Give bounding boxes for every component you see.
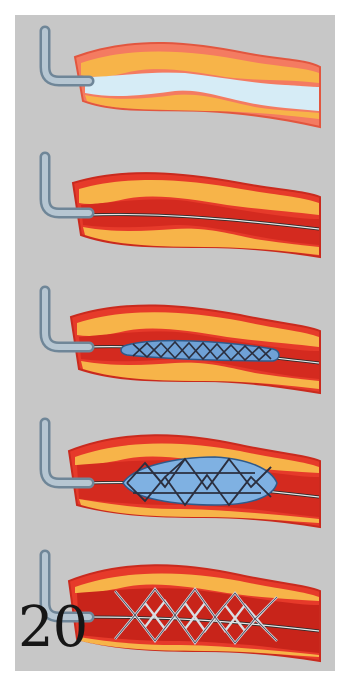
stage-2-drawing: [15, 147, 335, 275]
stage-4-balloon-inflated: [15, 413, 335, 541]
stage-1-drawing: [15, 15, 335, 143]
angioplasty-stent-illustration: [15, 15, 335, 671]
stage-1-artery-plaque: [15, 15, 335, 143]
stage-2-guidewire: [15, 147, 335, 275]
stage-3-balloon-collapsed-stent: [15, 281, 335, 409]
stage-4-drawing: [15, 413, 335, 541]
stage-3-drawing: [15, 281, 335, 409]
page-number: 20: [18, 600, 87, 656]
